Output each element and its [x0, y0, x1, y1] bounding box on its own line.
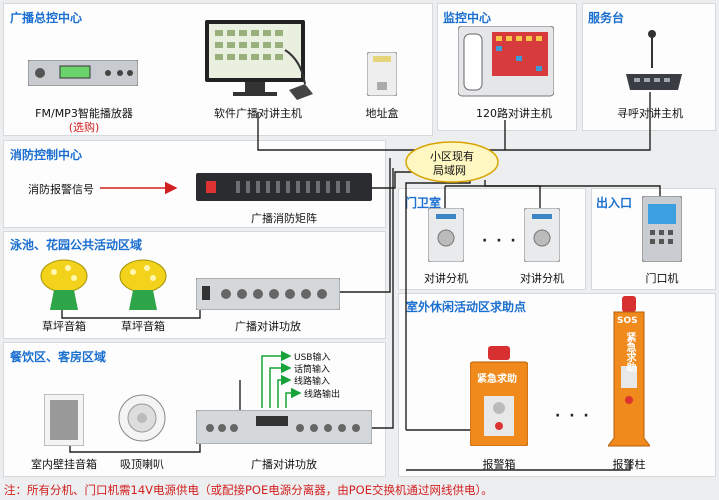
paging-host-label: 寻呼对讲主机 — [617, 107, 683, 120]
lawn-speaker-1-device — [40, 259, 88, 310]
software-host-device — [205, 20, 313, 100]
lan-ext2-wire — [445, 185, 541, 210]
ceiling-speaker-device — [118, 394, 166, 442]
lawn-speaker-2-device — [119, 259, 167, 310]
fm-mp3-player-device — [28, 60, 138, 86]
fm-mp3-label: FM/MP3智能播放器 — [35, 107, 133, 120]
dining-wire — [69, 440, 201, 453]
footnote: 注：所有分机、门口机需14V电源供电（或配接POE电源分离器，由POE交换机通过… — [4, 483, 493, 497]
door-unit-device — [642, 196, 682, 262]
alarm-pillar-wire — [406, 460, 631, 471]
gate-room-title: 门卫室 — [405, 196, 442, 210]
intercom-amp-1-device — [196, 278, 340, 310]
door-unit-label: 门口机 — [645, 272, 679, 285]
matrix-lan-wire — [370, 171, 420, 189]
mic-input-label: 话筒输入 — [294, 365, 331, 375]
alarm-pillar-sos: SOS — [617, 316, 638, 326]
alarm-box-label: 报警箱 — [482, 458, 516, 471]
lan-down-wire — [405, 180, 471, 430]
intercom-amp-2-label: 广播对讲功放 — [251, 458, 317, 471]
host-bus-wire — [257, 112, 430, 151]
amp2-wire — [372, 168, 394, 429]
fire-matrix-device — [196, 173, 372, 201]
extension-ellipsis: · · · — [482, 233, 518, 249]
alarm-ellipsis: · · · — [555, 408, 591, 424]
intercom-amp-1-label: 广播对讲功放 — [235, 320, 301, 333]
alarm-pillar-sign: 紧急求助 — [624, 332, 635, 372]
alarm-pillar-label: 报警柱 — [612, 458, 646, 471]
address-box-device — [367, 52, 397, 96]
usb-input-label: USB输入 — [294, 353, 331, 363]
intercom-ext-1-label: 对讲分机 — [424, 272, 468, 285]
wall-speaker-device — [44, 394, 84, 446]
paging-host-device — [626, 30, 682, 90]
intercom-ext-2-label: 对讲分机 — [520, 272, 564, 285]
alarm-pillar-device — [608, 296, 650, 447]
lan-cloud — [405, 141, 499, 183]
fire-matrix-label: 广播消防矩阵 — [251, 212, 317, 225]
intercom-ext-2-device — [524, 208, 560, 262]
line-output-label: 线路输出 — [304, 390, 341, 400]
ceiling-speaker-label: 吸顶喇叭 — [120, 458, 164, 471]
outdoor-help-panel — [398, 293, 716, 477]
broadcast-center-title: 广播总控中心 — [10, 11, 83, 25]
line-input-label: 线路输入 — [294, 377, 331, 387]
intercom-120-host-device — [458, 26, 554, 97]
fm-mp3-optional-label: (选购) — [68, 121, 100, 134]
fire-control-title: 消防控制中心 — [10, 148, 83, 162]
pool-garden-title: 泳池、花园公共活动区域 — [10, 238, 143, 252]
software-host-label: 软件广播对讲主机 — [214, 107, 302, 120]
fire-alarm-signal-label: 消防报警信号 — [28, 183, 94, 196]
monitor-center-title: 监控中心 — [443, 11, 492, 25]
dining-guestroom-title: 餐饮区、客房区域 — [10, 350, 107, 364]
paging-wire — [505, 92, 651, 151]
service-desk-title: 服务台 — [588, 11, 625, 25]
intercom-120-label: 120路对讲主机 — [476, 107, 552, 120]
amp1-wire — [340, 158, 391, 293]
wall-speaker-label: 室内壁挂音箱 — [31, 458, 97, 471]
lawn-speaker-2-label: 草坪音箱 — [121, 320, 165, 333]
outdoor-help-title: 室外休闲活动区求助点 — [406, 300, 527, 314]
lan-line2: 局域网 — [433, 164, 466, 177]
alarm-box-sign: 紧急求助 — [477, 374, 517, 385]
address-box-label: 地址盒 — [365, 107, 399, 120]
intercom-ext-1-device — [428, 208, 464, 262]
entrance-exit-title: 出入口 — [596, 196, 633, 210]
service-desk-panel — [582, 3, 716, 131]
lawn-speaker-1-label: 草坪音箱 — [42, 320, 86, 333]
alarm-box-device — [470, 346, 528, 446]
intercom-amp-2-device — [196, 410, 372, 444]
lan-line1: 小区现有 — [430, 150, 474, 163]
lan-entrance-wire — [484, 180, 661, 200]
